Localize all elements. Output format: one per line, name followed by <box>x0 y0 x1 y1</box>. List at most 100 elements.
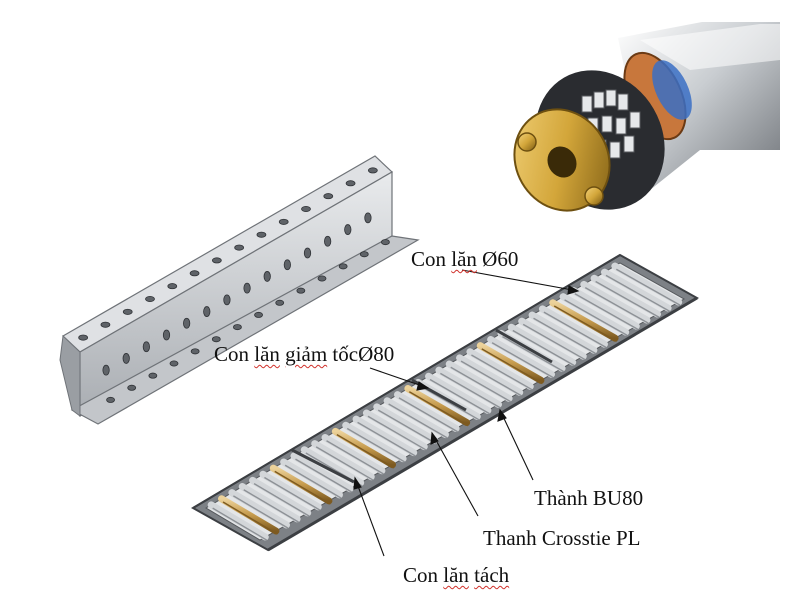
roller-shadow <box>377 409 437 445</box>
angle-end-cap <box>59 334 81 417</box>
leader-crosstie-arrow <box>430 431 439 445</box>
roller-shadow <box>429 378 490 415</box>
conveyor-roller <box>580 280 651 324</box>
roller-shadow <box>574 293 639 330</box>
label-reduction-prefix: Con <box>214 342 255 366</box>
roller-shadow <box>212 507 268 541</box>
conveyor-roller <box>590 274 661 318</box>
angle-bottom-hole <box>127 384 137 391</box>
angle-face-hole <box>303 247 312 259</box>
roller-shadow <box>522 323 586 361</box>
angle-face-hole <box>283 259 291 271</box>
roller-shadow <box>326 440 384 475</box>
reduction-roller <box>269 464 333 505</box>
angle-top-hole <box>367 167 378 174</box>
angle-front-face <box>79 170 393 418</box>
motor-shaft-hole <box>547 146 577 178</box>
leader-side-frame <box>499 409 534 481</box>
roller-shadow <box>502 336 564 373</box>
label-separator-marked-1: lăn <box>443 563 469 587</box>
roller-shadow <box>264 476 321 511</box>
angle-face-hole <box>142 341 150 353</box>
roller-shadow <box>357 421 416 457</box>
conveyor-roller <box>435 366 502 408</box>
roller-shadow <box>512 329 575 367</box>
conveyor-roller <box>207 501 269 541</box>
conveyor-roller <box>528 311 598 354</box>
roller-shadow <box>284 464 342 499</box>
angle-holes <box>78 167 390 403</box>
angle-bottom-hole <box>190 348 200 355</box>
conveyor-roller <box>507 323 577 366</box>
label-separator-prefix: Con <box>403 563 444 587</box>
angle-top-hole <box>211 257 222 264</box>
reduction-roller <box>549 299 619 342</box>
roller-shadow <box>336 434 395 469</box>
roller-shadow <box>388 403 448 439</box>
roller-shadow <box>564 299 628 336</box>
roller-shadow <box>346 427 405 463</box>
label-separator-marked-2: tách <box>474 563 510 587</box>
motor-blue-ring <box>652 60 692 120</box>
conveyor-roller <box>383 397 449 439</box>
conveyor-roller <box>559 293 630 336</box>
angle-top-hole <box>122 308 133 315</box>
conveyor-roller <box>249 476 312 517</box>
conveyor-roller <box>487 336 555 378</box>
label-crosstie-text: Thanh Crosstie PL <box>483 526 641 550</box>
roller-shadow <box>491 342 554 379</box>
angle-face-hole <box>223 294 231 306</box>
crosstie-bar-1 <box>291 448 355 484</box>
crosstie-bar-3 <box>495 328 553 364</box>
roller-shadow <box>243 489 299 523</box>
angle-bottom-hole <box>211 336 221 343</box>
motor-bolt-left <box>517 132 537 152</box>
roller-shadow <box>584 287 649 324</box>
roller-conveyor-illustration <box>190 253 700 552</box>
reduction-roller <box>218 495 280 535</box>
conveyor-roller <box>373 403 439 445</box>
angle-top-hole <box>189 270 200 277</box>
roller-shadow <box>481 348 543 385</box>
roller-shadow <box>315 446 374 481</box>
angle-bottom-hole <box>254 311 263 318</box>
leader-crosstie <box>431 432 479 517</box>
reduction-roller <box>404 385 471 427</box>
motor-roller-illustration <box>513 22 780 212</box>
conveyor-roller <box>456 354 524 396</box>
leader-lines <box>353 269 580 557</box>
conveyor-roller <box>280 458 343 499</box>
leader-separator-roller <box>354 477 385 557</box>
label-reduction-marked-2: giảm <box>285 342 328 366</box>
conveyor-roller <box>466 348 534 390</box>
roller-shadow <box>440 372 501 409</box>
conveyor-roller <box>300 446 365 487</box>
label-crosstie: Thanh Crosstie PL <box>483 528 641 549</box>
label-reduction-marked-1: lăn <box>254 342 280 366</box>
angle-top-hole <box>301 205 311 212</box>
angle-bottom-hole <box>106 396 115 403</box>
conveyor-roller <box>445 360 513 402</box>
label-reduction-roller: Con lăn giảm tốcØ80 <box>214 344 394 365</box>
roller-shadow <box>233 495 289 529</box>
conveyor-roller <box>342 421 407 463</box>
label-roller-60-prefix: Con <box>411 247 452 271</box>
angle-bottom-flange <box>70 235 420 425</box>
leader-roller-60-arrow <box>567 285 580 295</box>
angle-bottom-hole <box>233 324 242 331</box>
leader-roller-60 <box>461 269 579 292</box>
conveyor-roller <box>290 452 354 493</box>
angle-bottom-hole <box>296 287 306 294</box>
conveyor-roller <box>259 470 322 511</box>
angle-face-hole <box>102 364 110 376</box>
roller-shadow <box>615 268 681 306</box>
label-roller-60-marked: lăn <box>451 247 477 271</box>
roller-shadow <box>222 501 278 535</box>
angle-top-hole <box>323 193 334 200</box>
roller-shadow <box>274 470 331 505</box>
angle-face-hole <box>162 329 171 341</box>
label-side-frame: Thành BU80 <box>534 488 643 509</box>
conveyor-roller <box>538 305 608 348</box>
conveyor-roller <box>362 409 428 451</box>
